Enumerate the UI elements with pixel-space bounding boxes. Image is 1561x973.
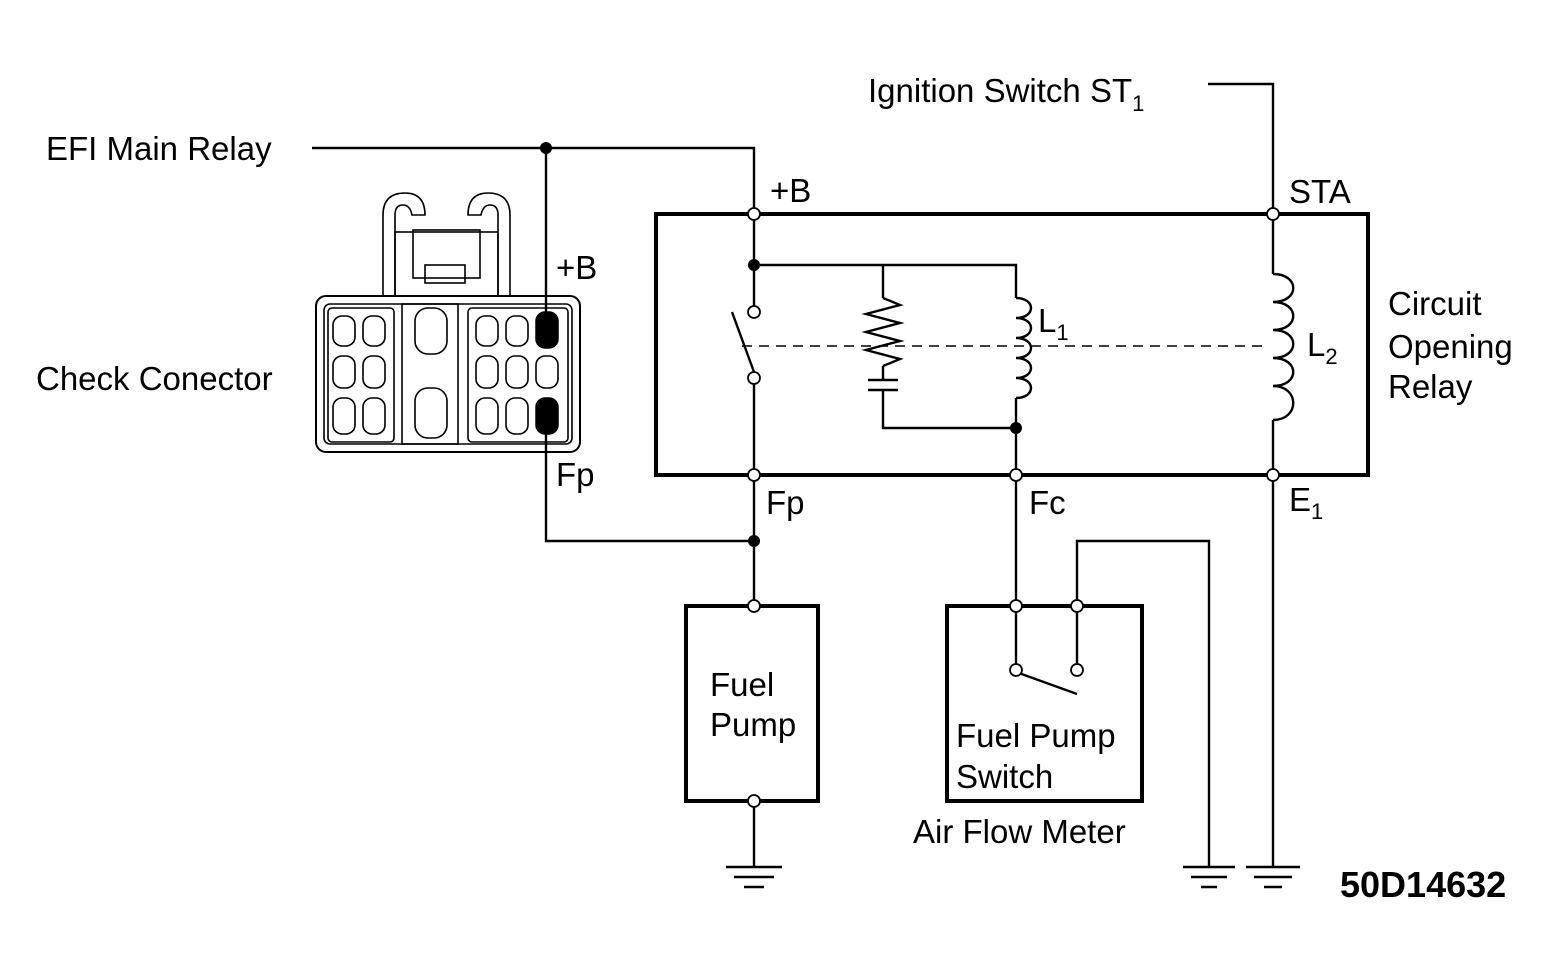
circuit-opening-relay-box [654, 212, 1370, 477]
capacitor [868, 378, 898, 392]
label-l1: L1 [1038, 302, 1069, 345]
ground-symbol-e1 [1246, 865, 1300, 889]
label-circuit-opening-relay-3: Relay [1388, 368, 1473, 405]
label-fuel-pump-switch-1: Fuel Pump [956, 717, 1116, 754]
resistor [861, 296, 905, 368]
air-flow-meter-box [945, 604, 1144, 803]
terminal-fc [1009, 468, 1023, 482]
terminal-e1 [1266, 468, 1280, 482]
relay-switch-contact [730, 311, 756, 373]
wire-fp-to-connector [544, 416, 754, 543]
check-connector [315, 192, 581, 453]
label-plus-b-top: +B [770, 172, 811, 209]
label-sta: STA [1289, 173, 1351, 210]
fuel-pump-switch-contact [1015, 670, 1078, 696]
terminal-sta [1266, 207, 1280, 221]
coil-l2 [1272, 272, 1295, 422]
label-fuel-pump-switch-2: Switch [956, 758, 1053, 795]
ground-symbol-fuel-pump [726, 865, 782, 889]
label-fuel-pump-1: Fuel [710, 666, 774, 703]
label-diagram-code: 50D14632 [1340, 864, 1506, 905]
label-circuit-opening-relay-2: Opening [1388, 328, 1513, 365]
label-fc: Fc [1029, 484, 1066, 521]
label-check-connector: Check Conector [36, 360, 273, 397]
label-circuit-opening-relay-1: Circuit [1388, 285, 1482, 322]
wire-ignition-switch [1208, 82, 1275, 214]
fuel-pump-box [684, 604, 820, 803]
label-efi-main-relay: EFI Main Relay [46, 130, 272, 167]
label-air-flow-meter: Air Flow Meter [913, 813, 1126, 850]
label-fp-connector: Fp [556, 456, 595, 493]
label-fp-relay: Fp [766, 484, 805, 521]
label-fuel-pump-2: Pump [710, 706, 796, 743]
wire-efi-main-relay [312, 146, 756, 214]
label-plus-b-connector: +B [556, 249, 597, 286]
check-connector-cavities-left [332, 315, 386, 435]
check-connector-cavities-right [475, 315, 559, 435]
label-ignition-switch: Ignition Switch ST1 [868, 72, 1144, 116]
coil-l1 [1015, 296, 1033, 400]
label-e1: E1 [1289, 481, 1323, 524]
terminal-fp [747, 468, 761, 482]
ground-symbol-afm [1183, 865, 1235, 889]
terminal-plus-b [747, 207, 761, 221]
label-l2: L2 [1307, 326, 1338, 369]
